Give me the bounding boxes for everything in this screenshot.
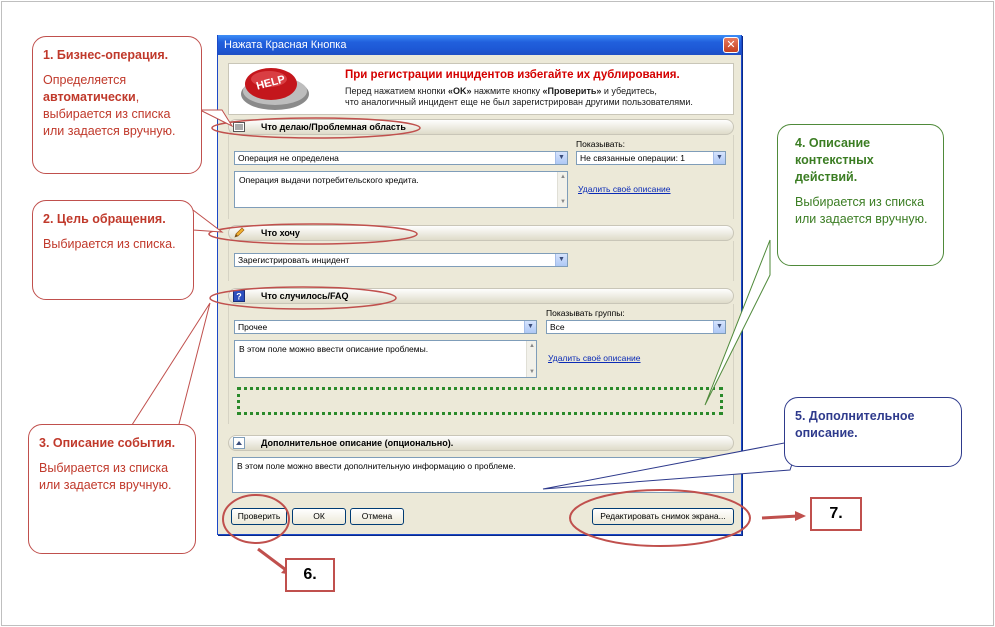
callout-1-text: Определяется автоматически, выбирается и…	[43, 73, 176, 138]
chevron-down-icon: ▼	[713, 321, 725, 333]
context-actions-area	[237, 387, 723, 415]
delete-description-link[interactable]: Удалить своё описание	[578, 184, 671, 194]
close-button[interactable]: ✕	[723, 37, 739, 53]
chevron-down-icon: ▼	[524, 321, 536, 333]
callout-extra-description: 5. Дополнительное описание.	[784, 397, 962, 467]
operation-description[interactable]: Операция выдачи потребительского кредита…	[234, 171, 568, 208]
callout-goal: 2. Цель обращения. Выбирается из списка.	[32, 200, 194, 300]
section-want-header[interactable]: Что хочу	[228, 225, 734, 241]
problem-description[interactable]: В этом поле можно ввести описание пробле…	[234, 340, 537, 378]
section-happened-header[interactable]: ? Что случилось/FAQ	[228, 288, 734, 304]
section-extra-header[interactable]: Дополнительное описание (опционально).	[228, 435, 734, 451]
callout-4-text: Выбирается из списка или задается вручну…	[795, 195, 928, 226]
scrollbar[interactable]: ▲▼	[557, 172, 567, 207]
callout-context-actions: 4. Описание контекстных действий. Выбира…	[777, 124, 944, 266]
edit-screenshot-button[interactable]: Редактировать снимок экрана...	[592, 508, 734, 525]
section-what-do-body: Показывать: Операция не определена ▼ Не …	[228, 135, 734, 219]
callout-5-title: 5. Дополнительное описание.	[795, 409, 915, 440]
groups-combo[interactable]: Все ▼	[546, 320, 726, 334]
svg-text:?: ?	[236, 292, 242, 302]
chevron-down-icon: ▼	[555, 152, 567, 164]
delete-problem-description-link[interactable]: Удалить своё описание	[548, 353, 641, 363]
chevron-down-icon: ▼	[555, 254, 567, 266]
close-icon: ✕	[726, 39, 736, 51]
warning-banner: HELP При регистрации инцидентов избегайт…	[228, 63, 734, 115]
goal-combo[interactable]: Зарегистрировать инцидент ▼	[234, 253, 568, 267]
section-happened-body: Показывать группы: Прочее ▼ Все ▼ В этом…	[228, 304, 734, 424]
collapse-icon	[233, 437, 245, 449]
list-icon	[233, 121, 245, 133]
ok-button[interactable]: ОК	[292, 508, 346, 525]
cancel-button[interactable]: Отмена	[350, 508, 404, 525]
section-what-do-header[interactable]: Что делаю/Проблемная область	[228, 119, 734, 135]
help-button-icon: HELP	[241, 68, 309, 110]
callout-3-text: Выбирается из списка или задается вручну…	[39, 461, 172, 492]
callout-4-title: 4. Описание контекстных действий.	[795, 136, 874, 184]
groups-label: Показывать группы:	[546, 308, 625, 318]
step-7-box: 7.	[810, 497, 862, 531]
callout-3-title: 3. Описание события.	[39, 436, 176, 450]
callout-business-operation: 1. Бизнес-операция. Определяется автомат…	[32, 36, 202, 174]
section-happened-title: Что случилось/FAQ	[261, 291, 349, 301]
section-want-body: Зарегистрировать инцидент ▼	[228, 241, 734, 281]
pencil-icon	[233, 227, 245, 239]
incident-dialog: Нажата Красная Кнопка ✕ HELP При регистр…	[217, 35, 742, 535]
banner-text: Перед нажатием кнопки «OK» нажмите кнопк…	[345, 86, 693, 107]
section-want-title: Что хочу	[261, 228, 300, 238]
extra-description[interactable]: В этом поле можно ввести дополнительную …	[232, 457, 734, 493]
chevron-down-icon: ▼	[713, 152, 725, 164]
show-combo[interactable]: Не связанные операции: 1 ▼	[576, 151, 726, 165]
step-6-box: 6.	[285, 558, 335, 592]
category-combo[interactable]: Прочее ▼	[234, 320, 537, 334]
callout-1-title: 1. Бизнес-операция.	[43, 48, 169, 62]
check-button[interactable]: Проверить	[231, 508, 287, 525]
banner-title: При регистрации инцидентов избегайте их …	[345, 69, 680, 81]
help-icon: ?	[233, 290, 245, 302]
operation-combo[interactable]: Операция не определена ▼	[234, 151, 568, 165]
titlebar: Нажата Красная Кнопка ✕	[218, 35, 741, 55]
section-what-do-title: Что делаю/Проблемная область	[261, 122, 406, 132]
window-title: Нажата Красная Кнопка	[224, 39, 347, 51]
show-label: Показывать:	[576, 139, 626, 149]
callout-2-text: Выбирается из списка.	[43, 237, 176, 251]
section-extra-title: Дополнительное описание (опционально).	[261, 438, 454, 448]
scrollbar[interactable]: ▲▼	[526, 341, 536, 377]
callout-2-title: 2. Цель обращения.	[43, 212, 166, 226]
callout-event-description: 3. Описание события. Выбирается из списк…	[28, 424, 196, 554]
